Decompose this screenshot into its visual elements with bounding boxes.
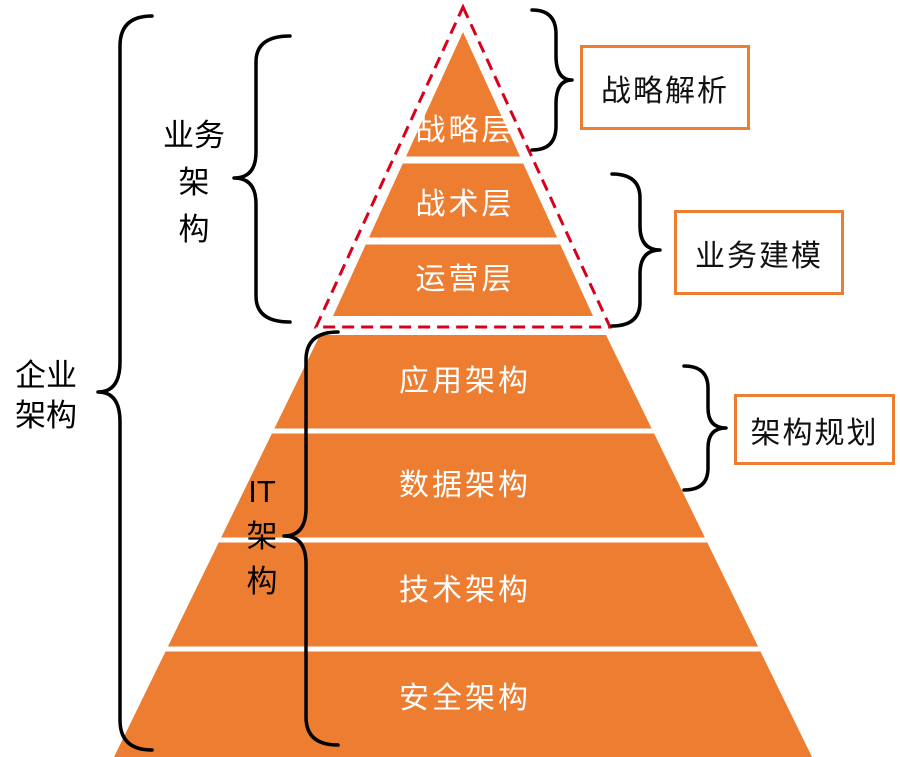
layer-label-application: 应用架构: [399, 365, 531, 398]
layer-label-strategy: 战略层: [415, 114, 515, 147]
strategy-analysis-brace: [530, 8, 574, 152]
dashed-business-boundary-triangle: [313, 3, 613, 329]
layer-label-operations: 运营层: [415, 263, 515, 296]
enterprise-architecture-brace: [96, 14, 154, 752]
business-modeling-brace: [610, 172, 662, 328]
strategy-analysis-box: 战略解析: [580, 45, 750, 130]
architecture-planning-brace: [682, 364, 728, 492]
layer-label-data: 数据架构: [399, 469, 531, 502]
layer-label-security: 安全架构: [399, 682, 531, 715]
business-architecture-brace: [232, 34, 292, 324]
business-architecture-label: 业务 架 构: [163, 118, 225, 247]
strategy-analysis-box-label: 战略解析: [601, 74, 729, 108]
layer-label-tactics: 战术层: [415, 188, 515, 221]
pyramid-top-triangle: [333, 32, 593, 316]
layer-label-technology: 技术架构: [399, 574, 531, 607]
enterprise-architecture-label: 企业 架构: [15, 358, 77, 433]
it-architecture-label: IT 架 构: [246, 474, 278, 599]
business-modeling-box-label: 业务建模: [695, 239, 823, 273]
it-architecture-brace: [282, 330, 340, 747]
business-modeling-box: 业务建模: [674, 210, 844, 295]
architecture-planning-box: 架构规划: [734, 394, 895, 465]
architecture-planning-box-label: 架构规划: [750, 416, 879, 450]
